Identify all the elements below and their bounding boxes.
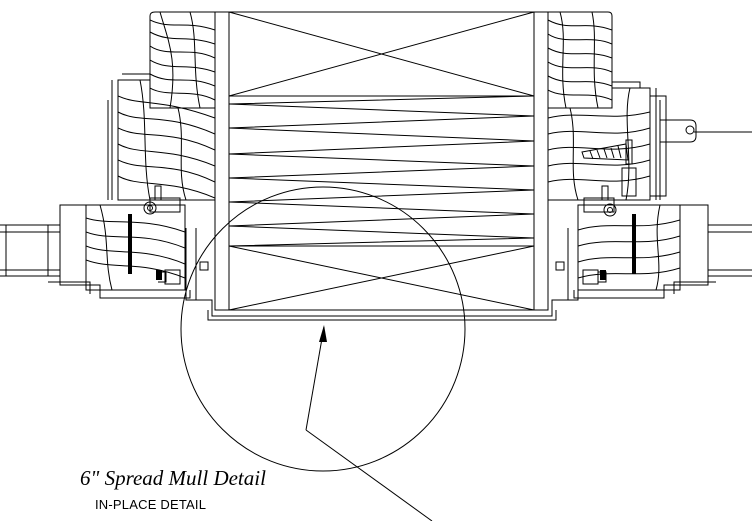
detail-callout [180,186,466,521]
left-frame-jamb [107,73,216,201]
gaskets [128,214,636,280]
detail-title: 6" Spread Mull Detail [80,466,266,490]
left-hardware [143,185,213,310]
right-sash [573,197,716,299]
detail-subtitle: IN-PLACE DETAIL [95,497,207,512]
left-sash [48,197,191,299]
left-glass [0,224,60,277]
clip-icon [659,119,752,143]
mull-insulation-block [207,11,557,321]
screw-icon [581,139,633,165]
left-frame-head [149,11,216,109]
right-hardware [551,95,752,310]
right-frame-head [547,11,613,109]
right-frame-jamb [547,81,661,201]
right-glass [708,224,752,277]
